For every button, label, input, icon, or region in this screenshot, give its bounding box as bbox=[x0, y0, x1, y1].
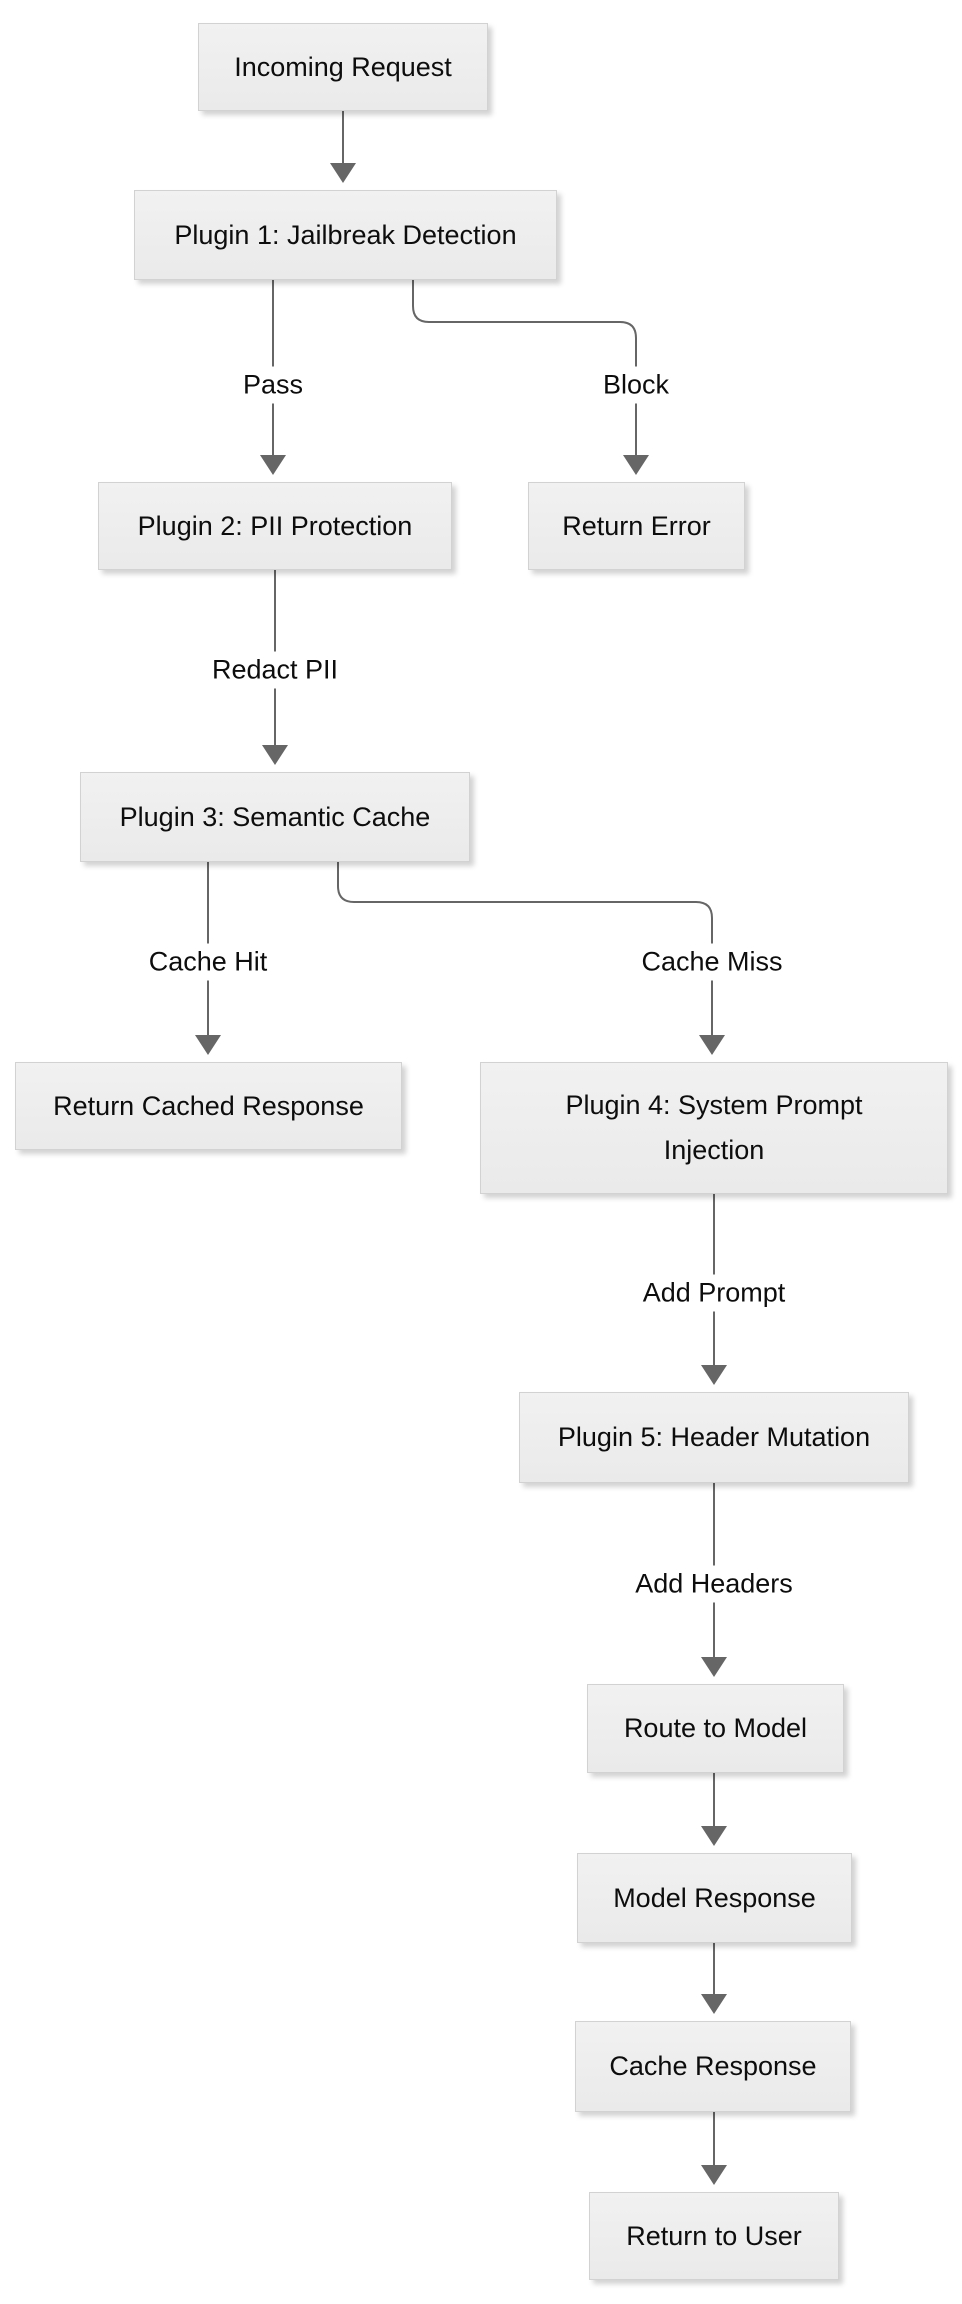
arrowhead bbox=[701, 1657, 727, 1677]
node-return-cached-response: Return Cached Response bbox=[15, 1062, 402, 1150]
edge-label-add-prompt: Add Prompt bbox=[630, 1274, 798, 1312]
arrowhead bbox=[701, 2165, 727, 2185]
arrowhead bbox=[262, 745, 288, 765]
node-incoming-request: Incoming Request bbox=[198, 23, 488, 111]
arrowhead bbox=[330, 163, 356, 183]
node-plugin4-system-prompt-injection: Plugin 4: System Prompt Injection bbox=[480, 1062, 948, 1194]
node-return-to-user: Return to User bbox=[589, 2192, 839, 2280]
arrowhead bbox=[623, 455, 649, 475]
edge-label-cache-hit: Cache Hit bbox=[136, 943, 280, 981]
node-plugin1-jailbreak-detection: Plugin 1: Jailbreak Detection bbox=[134, 190, 557, 280]
arrowhead bbox=[701, 1994, 727, 2014]
node-plugin2-pii-protection: Plugin 2: PII Protection bbox=[98, 482, 452, 570]
arrowhead bbox=[260, 455, 286, 475]
node-route-to-model: Route to Model bbox=[587, 1684, 844, 1773]
arrowhead bbox=[195, 1035, 221, 1055]
node-plugin3-semantic-cache: Plugin 3: Semantic Cache bbox=[80, 772, 470, 862]
arrowhead bbox=[699, 1035, 725, 1055]
edge-label-block: Block bbox=[590, 366, 682, 404]
edge-plugin3-plugin4 bbox=[337, 862, 713, 1037]
arrowhead bbox=[701, 1365, 727, 1385]
node-plugin5-header-mutation: Plugin 5: Header Mutation bbox=[519, 1392, 909, 1483]
edge-label-redact-pii: Redact PII bbox=[199, 651, 351, 689]
arrowhead bbox=[701, 1826, 727, 1846]
edge-label-cache-miss: Cache Miss bbox=[629, 943, 795, 981]
node-cache-response: Cache Response bbox=[575, 2021, 851, 2112]
edge-plugin1-return-error bbox=[412, 280, 637, 457]
node-model-response: Model Response bbox=[577, 1853, 852, 1943]
edge-label-pass: Pass bbox=[230, 366, 316, 404]
edge-label-add-headers: Add Headers bbox=[623, 1565, 805, 1603]
node-return-error: Return Error bbox=[528, 482, 745, 570]
